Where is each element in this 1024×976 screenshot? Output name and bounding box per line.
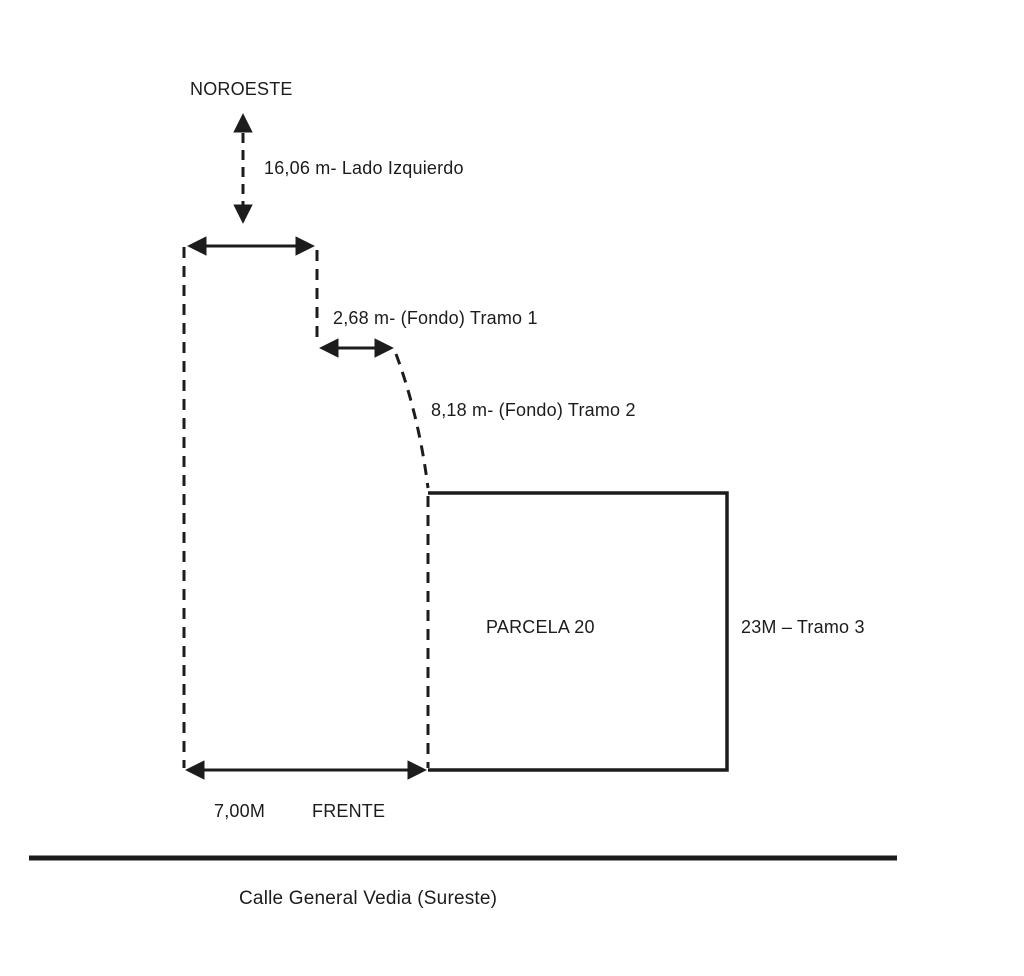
tramo3-dimension-label: 23M – Tramo 3 <box>741 617 865 637</box>
left-side-dimension-label: 16,06 m- Lado Izquierdo <box>264 158 464 178</box>
frente-value-label: 7,00M <box>214 801 266 821</box>
tramo1-dimension-label: 2,68 m- (Fondo) Tramo 1 <box>333 308 538 328</box>
frente-label: FRENTE <box>312 801 386 821</box>
tramo2-curve <box>394 353 430 489</box>
north-label: NOROESTE <box>190 79 293 99</box>
tramo2-dimension-label: 8,18 m- (Fondo) Tramo 2 <box>431 400 636 420</box>
parcel-label: PARCELA 20 <box>486 617 595 637</box>
parcel-outline <box>428 491 729 772</box>
street-label: Calle General Vedia (Sureste) <box>239 888 498 909</box>
